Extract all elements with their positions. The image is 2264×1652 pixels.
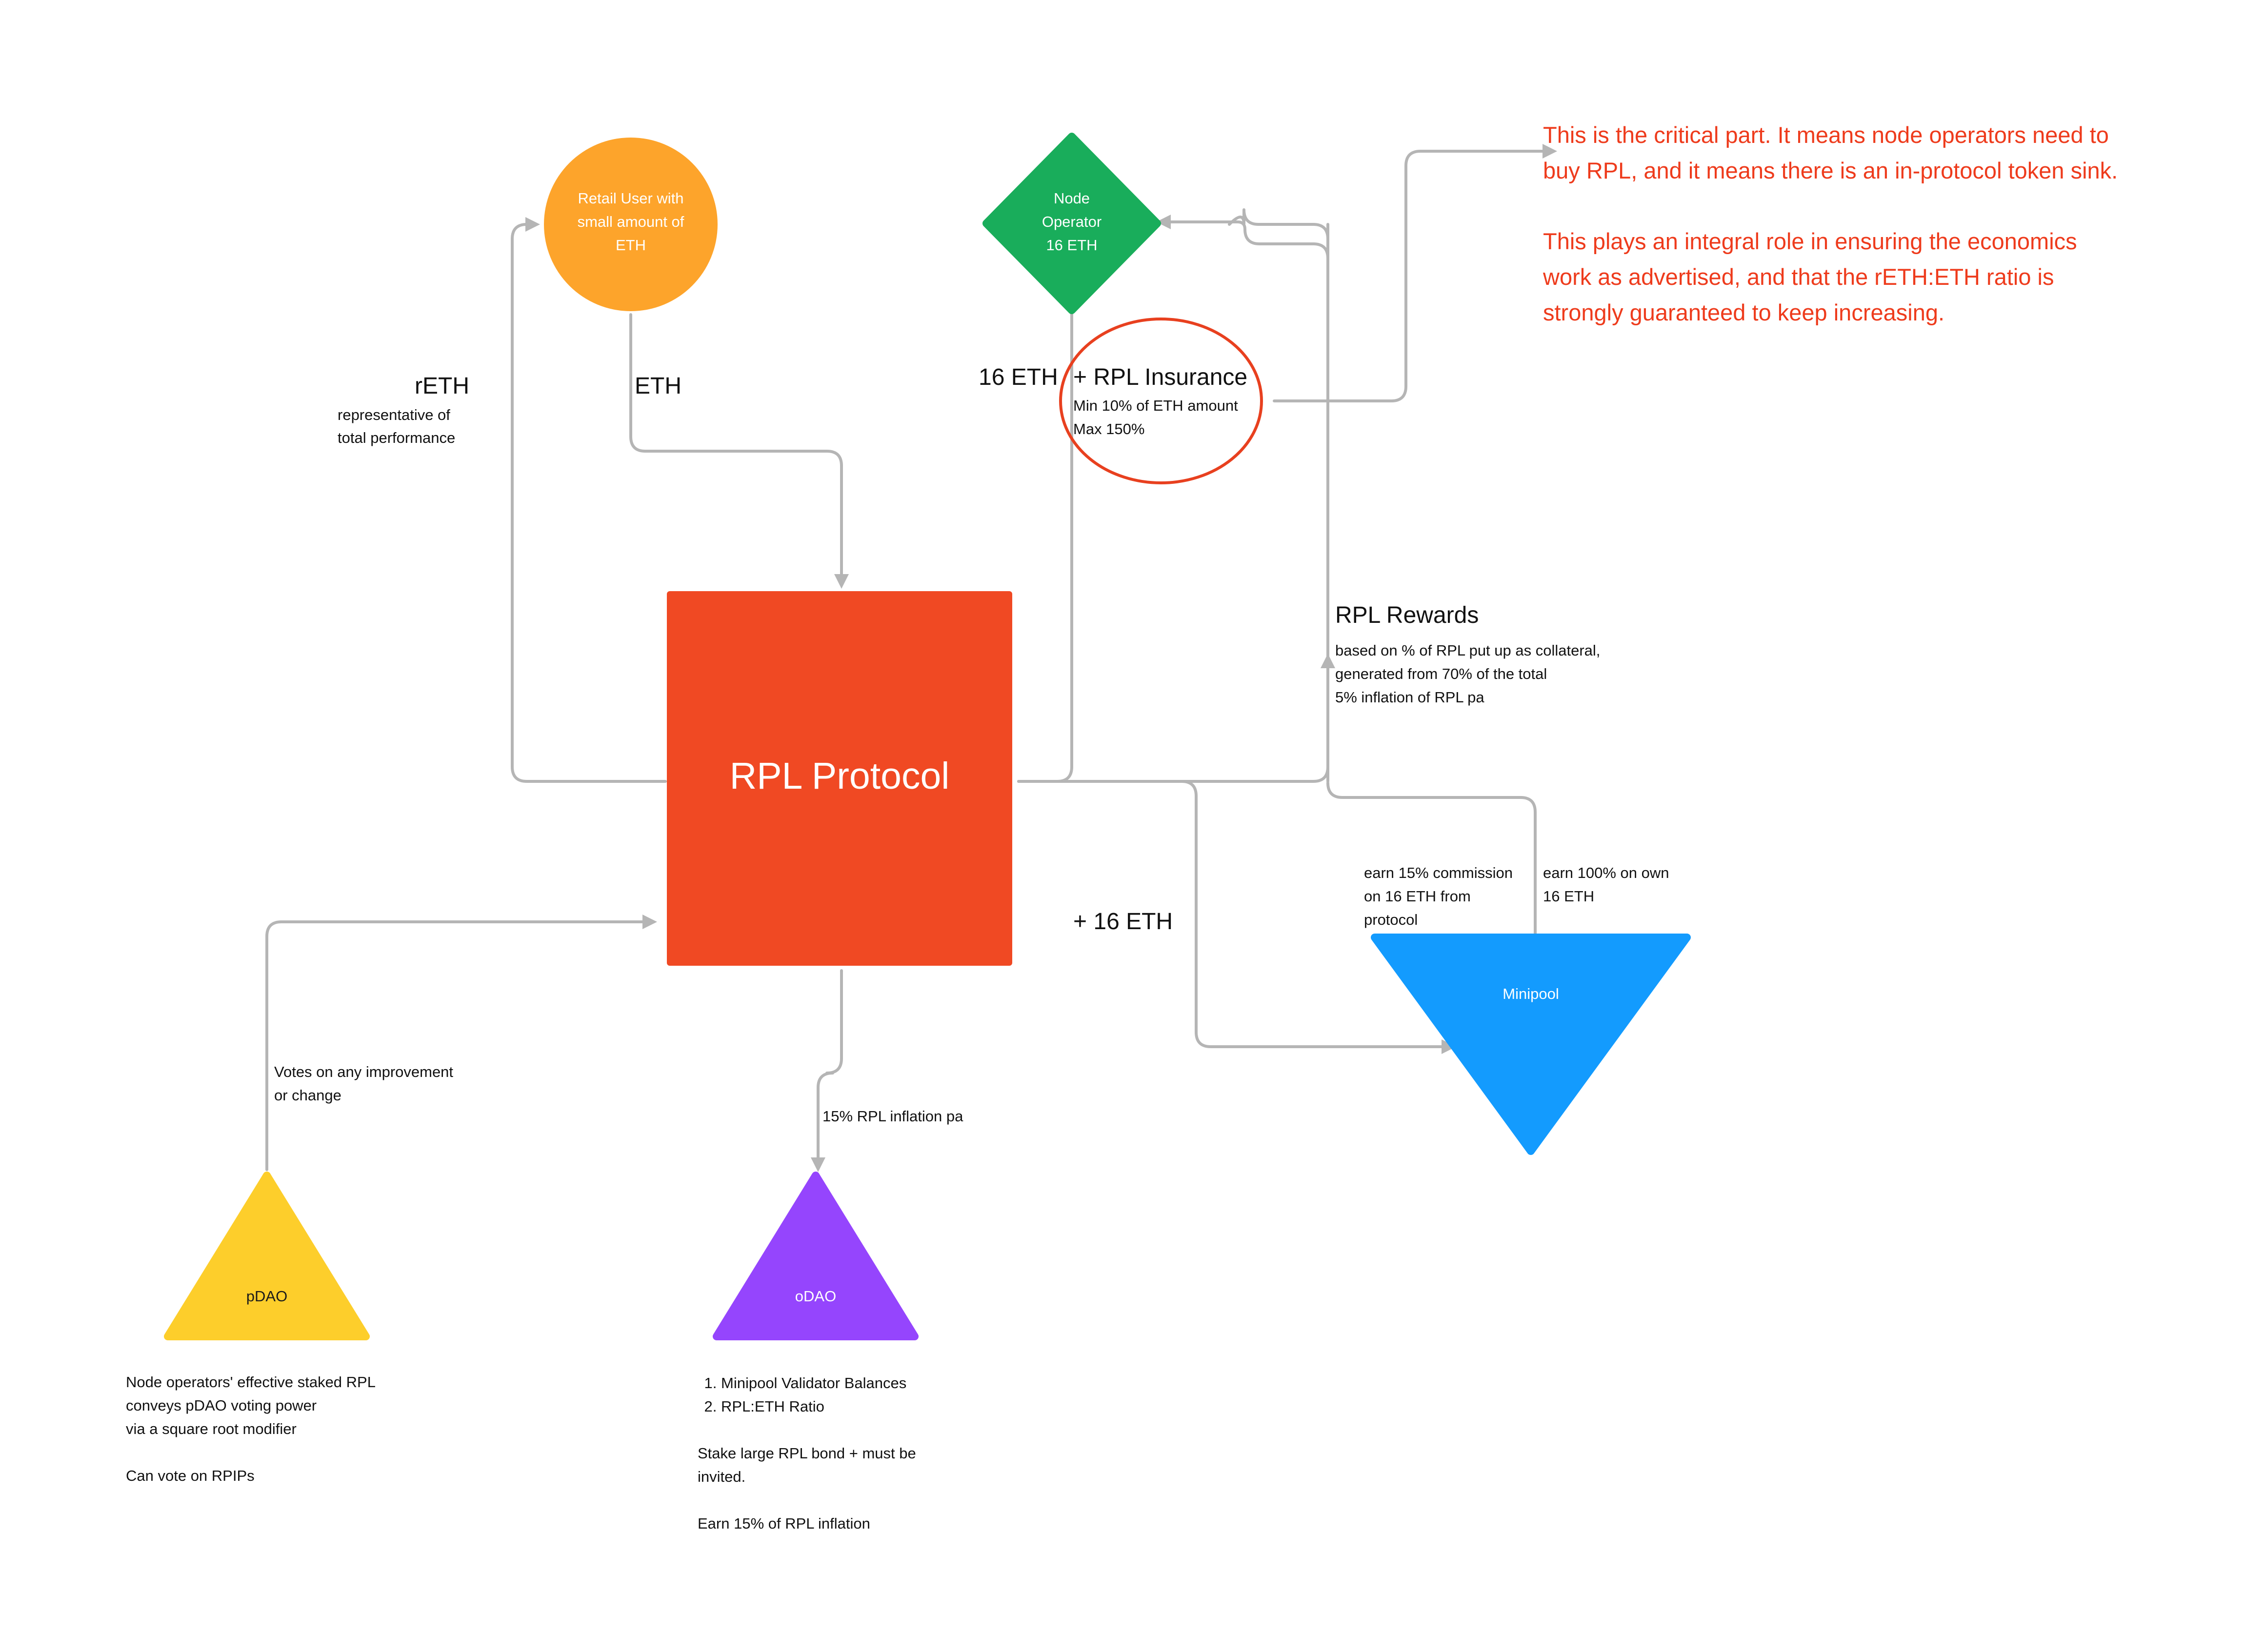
inflation-label: 15% RPL inflation pa [822, 1108, 963, 1125]
connector-minipool-rewards [1326, 781, 1537, 937]
retail-user-node[interactable] [544, 138, 718, 311]
connector-minipool-eth [1017, 780, 1445, 1048]
odao-desc-text: Stake large RPL bond + must be invited. … [698, 1445, 916, 1532]
eth-label: ETH [635, 373, 681, 399]
arrowhead-protocol-pdao [642, 915, 657, 929]
connector-rpl-rewards [1017, 662, 1329, 783]
own-eth-label: earn 100% on own 16 ETH [1543, 864, 1669, 905]
node-operator-node[interactable] [982, 133, 1161, 314]
retail-user-label: Retail User with small amount of ETH [577, 190, 684, 254]
insurance-title: + RPL Insurance [1073, 364, 1248, 390]
rewards-title: RPL Rewards [1335, 602, 1479, 628]
odao-list-item: RPL:ETH Ratio [721, 1395, 916, 1418]
connector-odao [817, 969, 843, 1161]
minipool-label: Minipool [1503, 985, 1559, 1002]
votes-label: Votes on any improvement or change [274, 1063, 454, 1104]
minipool-node[interactable] [1371, 934, 1691, 1155]
protocol-label: RPL Protocol [729, 755, 950, 797]
arrowhead-retail [525, 217, 540, 232]
pdao-node[interactable] [164, 1172, 370, 1340]
connector-insurance-note [1273, 150, 1544, 402]
odao-description: Minipool Validator Balances RPL:ETH Rati… [698, 1372, 916, 1535]
plus-16-eth-label: + 16 ETH [1073, 909, 1173, 935]
critical-note-2: This plays an integral role in ensuring … [1543, 228, 2077, 325]
arrowhead-note [1543, 144, 1557, 159]
odao-node[interactable] [713, 1172, 919, 1340]
node-eth-label: 16 ETH [979, 364, 1058, 390]
node-operator-label: Node Operator 16 ETH [1042, 190, 1102, 254]
connector-eth [629, 313, 843, 578]
connector-reth [511, 223, 667, 783]
protocol-node[interactable] [667, 591, 1012, 966]
critical-note-1: This is the critical part. It means node… [1543, 122, 2118, 183]
odao-list: Minipool Validator Balances RPL:ETH Rati… [698, 1372, 916, 1418]
arrowhead-odao [811, 1157, 825, 1172]
insurance-highlight-ring [1059, 318, 1263, 484]
arrowhead-rewards [1321, 654, 1335, 668]
arrowhead-minipool [1442, 1039, 1456, 1054]
odao-list-item: Minipool Validator Balances [721, 1372, 916, 1395]
reth-desc: representative of total performance [338, 406, 456, 446]
arrowhead-node-operator [1156, 215, 1171, 229]
pdao-description: Node operators' effective staked RPL con… [126, 1373, 376, 1484]
connector-node-return [1228, 208, 1329, 783]
rewards-desc: based on % of RPL put up as collateral, … [1335, 642, 1601, 706]
commission-label: earn 15% commission on 16 ETH from proto… [1364, 864, 1513, 928]
connector-pdao [265, 920, 646, 1171]
reth-title: rETH [415, 373, 469, 399]
pdao-label: pDAO [246, 1288, 288, 1305]
insurance-desc: Min 10% of ETH amount Max 150% [1073, 397, 1238, 438]
arrowhead-protocol-eth [834, 574, 849, 589]
odao-label: oDAO [795, 1288, 837, 1305]
